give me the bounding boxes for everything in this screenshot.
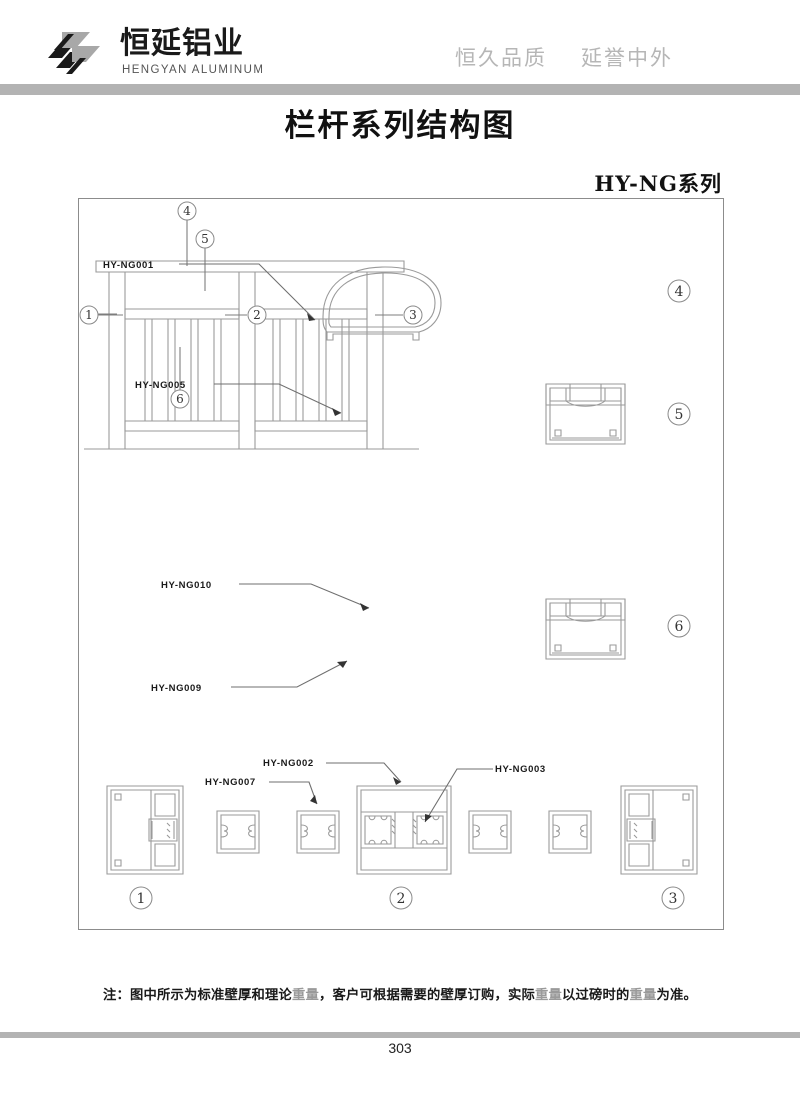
label-hy-ng009: HY-NG009 (151, 683, 202, 694)
brand-name-en: HENGYAN ALUMINUM (122, 64, 265, 76)
label-hy-ng002: HY-NG002 (263, 758, 314, 769)
brand-name-cn: 恒延铝业 (120, 26, 244, 61)
note-weight-2: 重量 (534, 988, 562, 1003)
tagline-left: 恒久品质 (455, 46, 547, 70)
profile-section-3 (620, 785, 698, 875)
profile-small-tubes-right (468, 810, 592, 854)
callout-3: 3 (403, 305, 423, 325)
profile-hy-ng010-ng009 (231, 583, 626, 688)
page-number: 303 (388, 1040, 412, 1056)
footer-divider-band (0, 1032, 800, 1038)
label-hy-ng010: HY-NG010 (161, 580, 212, 591)
technical-drawing: 1 2 3 4 5 6 4 5 6 1 2 3 (79, 201, 698, 910)
series-label: HY-NG系列 (594, 171, 722, 196)
profile-hy-ng007 (216, 781, 340, 854)
bottom-marker-2: 2 (389, 886, 413, 910)
callout-1: 1 (79, 305, 99, 325)
svg-text:6: 6 (176, 392, 184, 406)
footer-note: 注：图中所示为标准壁厚和理论重量，客户可根据需要的壁厚订购，实际重量以过磅时的重… (0, 984, 800, 1003)
group-marker-4: 4 (667, 279, 691, 303)
label-hy-ng001: HY-NG001 (103, 260, 154, 271)
note-suffix: 为准。 (656, 988, 697, 1003)
profile-section-2 (326, 762, 493, 875)
profile-section-1 (106, 785, 184, 875)
svg-text:3: 3 (409, 308, 417, 322)
drawing-frame: 1 2 3 4 5 6 4 5 6 1 2 3 HY-NG001 HY-NG00… (78, 198, 724, 930)
page-header: 恒延铝业 HENGYAN ALUMINUM 恒久品质 延誉中外 (0, 0, 800, 95)
bottom-marker-3: 3 (661, 886, 685, 910)
svg-text:2: 2 (397, 891, 406, 907)
svg-text:5: 5 (675, 407, 684, 423)
tagline-right: 延誉中外 (581, 46, 673, 70)
note-weight-1: 重量 (292, 988, 320, 1003)
bottom-marker-1: 1 (129, 886, 153, 910)
callout-5: 5 (195, 229, 215, 249)
note-weight-3: 重量 (629, 988, 657, 1003)
callout-2: 2 (247, 305, 267, 325)
hengyan-h-logo-icon (46, 28, 102, 80)
header-tagline: 恒久品质 延誉中外 (455, 42, 673, 72)
label-hy-ng003: HY-NG003 (495, 764, 546, 775)
svg-text:1: 1 (137, 891, 146, 907)
note-prefix: 注：图中所示为标准壁厚和理论 (103, 988, 293, 1003)
callout-6: 6 (170, 389, 190, 409)
profile-hy-ng005 (214, 383, 626, 445)
svg-text:5: 5 (201, 232, 209, 246)
header-divider-band (0, 84, 800, 95)
group-marker-6: 6 (667, 614, 691, 638)
svg-text:3: 3 (669, 891, 678, 907)
profile-hy-ng001 (179, 263, 442, 341)
label-hy-ng007: HY-NG007 (205, 777, 256, 788)
group-marker-5: 5 (667, 402, 691, 426)
svg-text:4: 4 (675, 284, 684, 300)
svg-text:6: 6 (675, 619, 684, 635)
label-hy-ng005: HY-NG005 (135, 380, 186, 391)
note-mid-1: ，客户可根据需要的壁厚订购，实际 (319, 988, 535, 1003)
page-title: 栏杆系列结构图 (284, 108, 516, 144)
svg-text:4: 4 (183, 204, 191, 218)
note-mid-2: 以过磅时的 (561, 988, 630, 1003)
brand-logo: 恒延铝业 HENGYAN ALUMINUM (46, 26, 336, 88)
callout-4: 4 (177, 201, 197, 221)
svg-text:1: 1 (85, 308, 93, 322)
svg-text:2: 2 (253, 308, 261, 322)
